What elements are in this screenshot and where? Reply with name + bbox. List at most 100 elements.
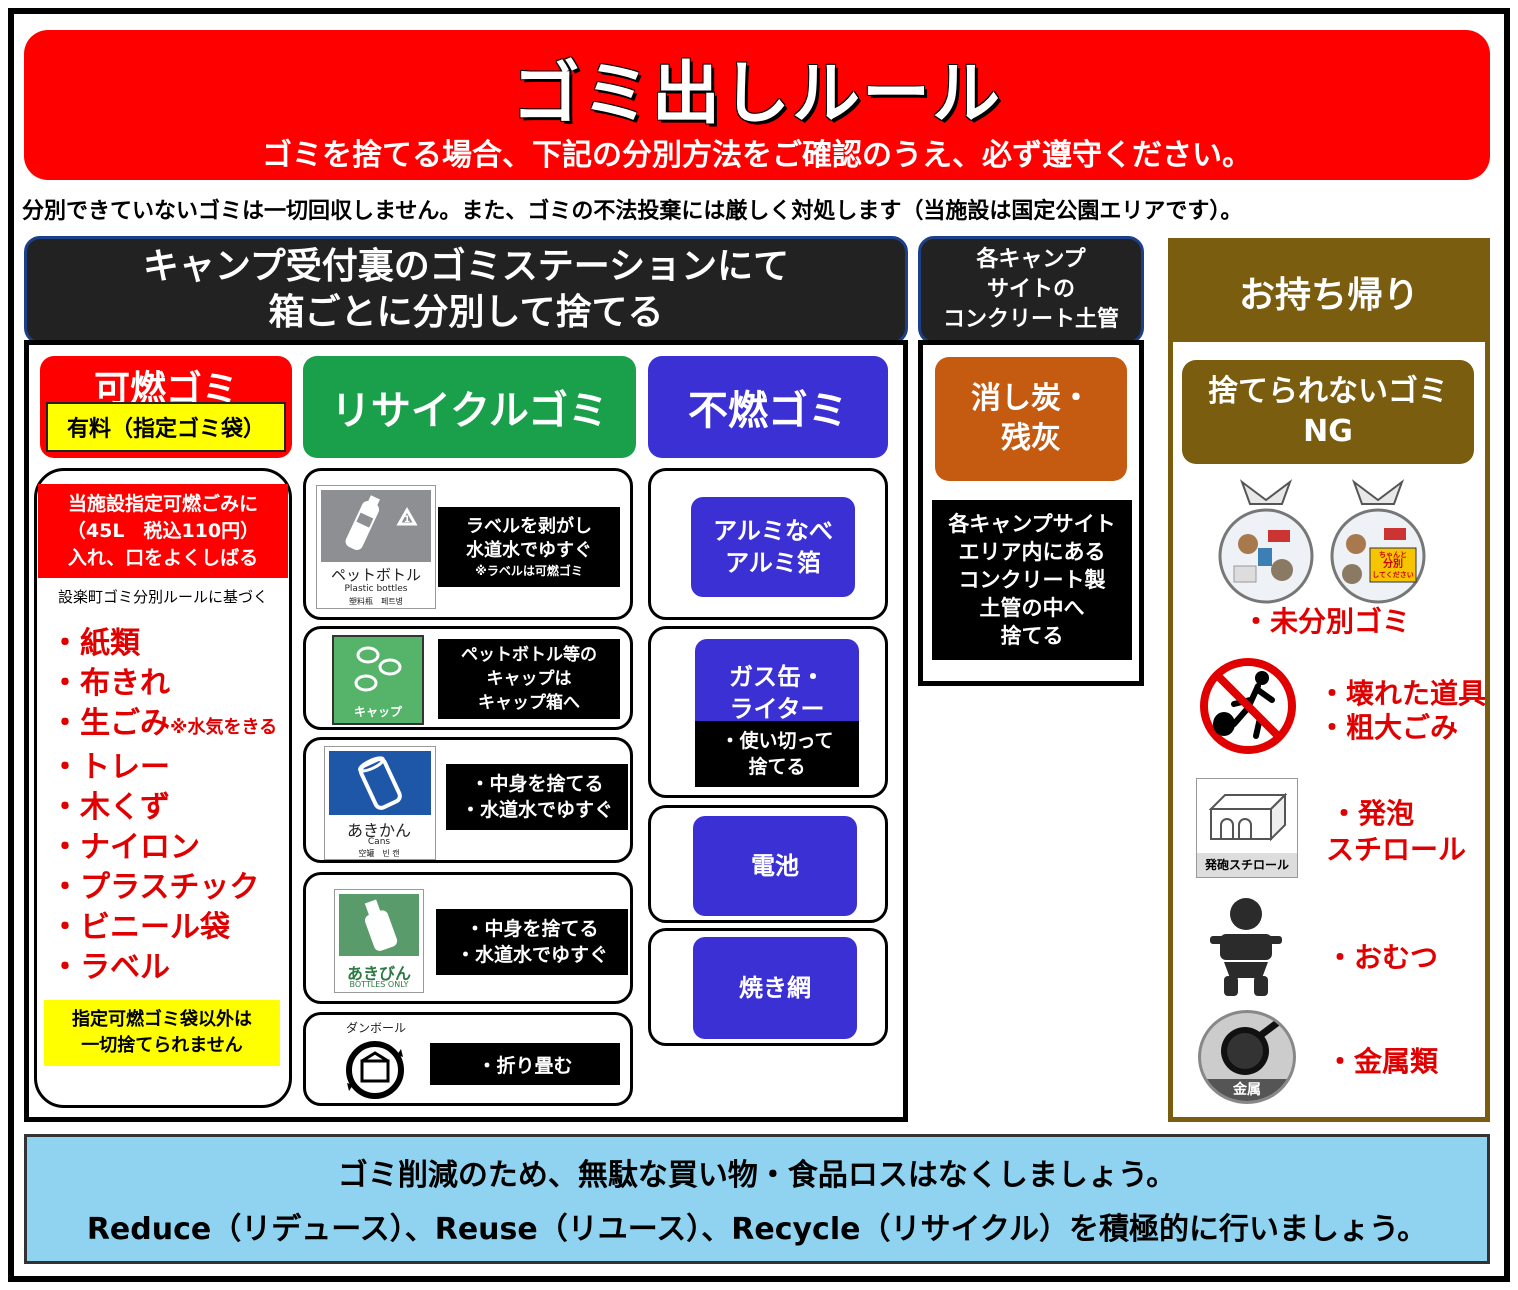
list-item: ・布きれ bbox=[50, 666, 170, 701]
nonburnable-row-grill: 焼き網 bbox=[648, 928, 888, 1046]
list-item: ・ビニール袋 bbox=[50, 910, 230, 945]
no-dumping-icon bbox=[1200, 658, 1296, 754]
pet-bottle-tile: 1 ペットボトル Plastic bottles 塑料瓶 페트병 bbox=[316, 485, 436, 609]
page-subtitle: ゴミを捨てる場合、下記の分別方法をご確認のうえ、必ず遵守ください。 bbox=[262, 138, 1252, 173]
charcoal-instruction-line4: 土管の中へ bbox=[979, 596, 1085, 620]
bottle-label: あきびん bbox=[346, 964, 411, 983]
pet-bottle-sub2: 塑料瓶 페트병 bbox=[348, 597, 404, 606]
list-item: ・ラベル bbox=[50, 950, 170, 985]
bag-sticker-line2: 分別 bbox=[1383, 559, 1403, 570]
glass-bottle-icon bbox=[339, 894, 419, 956]
burnable-instruction-line2: （45L 税込110円） bbox=[66, 519, 260, 542]
aluminum-line2: アルミ箔 bbox=[725, 549, 821, 577]
bottle-instruction-line2: ・水道水でゆすぐ bbox=[455, 944, 608, 966]
list-item: ・木くず bbox=[50, 790, 170, 825]
can-instruction-line2: ・水道水でゆすぐ bbox=[460, 799, 613, 821]
bottle-cap-icon bbox=[354, 646, 402, 692]
cap-instruction: ペットボトル等の キャップは キャップ箱へ bbox=[438, 639, 620, 719]
bag-sticker-line3: してください bbox=[1372, 571, 1414, 579]
title-banner: ゴミ出しルール ゴミを捨てる場合、下記の分別方法をご確認のうえ、必ず遵守ください… bbox=[24, 30, 1490, 180]
can-instruction: ・中身を捨てる ・水道水でゆすぐ bbox=[446, 764, 628, 830]
ng-styrofoam-1: ・発泡 bbox=[1330, 797, 1415, 830]
burnable-instruction-line3: 入れ、口をよくしばる bbox=[67, 546, 259, 569]
nonburnable-row-gas: ガス缶・ ライター ・使い切って 捨てる bbox=[648, 626, 888, 798]
cap-instruction-line2: キャップは bbox=[486, 669, 572, 689]
styrofoam-label: 発砲スチロール bbox=[1197, 853, 1297, 877]
notice-text: 分別できていないゴミは一切回収しません。また、ゴミの不法投棄には厳しく対処します… bbox=[22, 199, 1243, 224]
bottle-tile: あきびん BOTTLES ONLY bbox=[334, 889, 424, 993]
item-note: ※水気をきる bbox=[170, 717, 278, 738]
recycle-row-caps: キャップ ペットボトル等の キャップは キャップ箱へ bbox=[303, 626, 633, 730]
site-header: 各キャンプ サイトの コンクリート土管 bbox=[918, 236, 1144, 344]
bottle-sub: BOTTLES ONLY bbox=[349, 980, 409, 989]
cardboard-recycle-icon bbox=[346, 1041, 404, 1099]
pet-bottle-icon: 1 bbox=[321, 490, 431, 562]
gas-can-line2: ライター bbox=[729, 695, 825, 723]
styrofoam-tile: 発砲スチロール bbox=[1196, 778, 1298, 878]
burnable-warning-line2: 一切捨てられません bbox=[81, 1035, 243, 1056]
metal-tile: 金属 bbox=[1198, 1010, 1296, 1104]
nonburnable-row-battery: 電池 bbox=[648, 805, 888, 923]
can-tile: あきかん Cans 空罐 빈 캔 bbox=[324, 746, 436, 860]
list-item-text: ・生ごみ bbox=[50, 706, 170, 741]
frying-pan-icon bbox=[1221, 1013, 1289, 1075]
recycle-row-bottles: あきびん BOTTLES ONLY ・中身を捨てる ・水道水でゆすぐ bbox=[303, 872, 633, 1004]
charcoal-category: 消し炭・ 残灰 bbox=[935, 357, 1127, 481]
charcoal-instruction-line5: 捨てる bbox=[1000, 624, 1064, 648]
ng-oversized: ・粗大ごみ bbox=[1318, 711, 1459, 744]
site-header-line1: 各キャンプ bbox=[976, 247, 1086, 272]
bottle-instruction-line1: ・中身を捨てる bbox=[465, 918, 599, 940]
charcoal-title-line2: 残灰 bbox=[1001, 421, 1061, 456]
charcoal-instruction-line2: エリア内にある bbox=[958, 540, 1106, 564]
gas-can-note-line2: 捨てる bbox=[748, 756, 806, 778]
pet-instruction-note: ※ラベルは可燃ゴミ bbox=[475, 564, 583, 578]
gas-can-note: ・使い切って 捨てる bbox=[695, 721, 859, 787]
recycle-row-cans: あきかん Cans 空罐 빈 캔 ・中身を捨てる ・水道水でゆすぐ bbox=[303, 737, 633, 863]
metal-label: 金属 bbox=[1201, 1079, 1293, 1101]
can-label: あきかん bbox=[346, 821, 411, 840]
page-title: ゴミ出しルール bbox=[511, 55, 1002, 134]
cardboard-label: ダンボール bbox=[345, 1021, 406, 1035]
can-instruction-line1: ・中身を捨てる bbox=[470, 773, 604, 795]
ng-metal: ・金属類 bbox=[1326, 1045, 1439, 1078]
charcoal-title-line1: 消し炭・ bbox=[971, 381, 1091, 416]
can-sub: Cans bbox=[367, 837, 391, 847]
aluminum-line1: アルミなべ bbox=[713, 517, 833, 545]
cardboard-instruction: ・折り畳む bbox=[430, 1043, 620, 1085]
burnable-list: ・紙類 ・布きれ ・生ごみ※水気をきる ・トレー ・木くず ・ナイロン ・プラス… bbox=[50, 624, 290, 988]
grill-net-item: 焼き網 bbox=[693, 937, 857, 1039]
ng-broken-tools: ・壊れた道具 bbox=[1318, 677, 1487, 710]
recycle-row-pet: 1 ペットボトル Plastic bottles 塑料瓶 페트병 ラベルを剥がし… bbox=[303, 468, 633, 620]
ng-category: 捨てられないゴミ NG bbox=[1182, 360, 1474, 464]
burnable-instruction-line1: 当施設指定可燃ごみに bbox=[67, 492, 258, 515]
burnable-warning: 指定可燃ゴミ袋以外は 一切捨てられません bbox=[44, 1000, 280, 1066]
pet-bottle-sub: Plastic bottles bbox=[344, 584, 408, 594]
recycle-category: リサイクルゴミ bbox=[303, 356, 636, 458]
pet-instruction: ラベルを剥がし 水道水でゆすぐ ※ラベルは可燃ゴミ bbox=[438, 507, 620, 587]
footer-line2: Reduce（リデュース）、Reuse（リユース）、Recycle（リサイクル）… bbox=[86, 1212, 1428, 1247]
gas-can-line1: ガス缶・ bbox=[729, 663, 825, 691]
list-item: ・ナイロン bbox=[50, 830, 200, 865]
gas-can-note-line1: ・使い切って bbox=[720, 730, 834, 752]
ng-title-line1: 捨てられないゴミ bbox=[1208, 374, 1448, 409]
styrofoam-icon bbox=[1208, 792, 1288, 842]
can-sub2: 空罐 빈 캔 bbox=[358, 849, 400, 858]
list-item: ・トレー bbox=[50, 750, 170, 785]
burnable-instruction: 当施設指定可燃ごみに （45L 税込110円） 入れ、口をよくしばる bbox=[38, 484, 288, 578]
burnable-paid-label: 有料（指定ゴミ袋） bbox=[46, 402, 286, 452]
charcoal-instruction: 各キャンプサイト エリア内にある コンクリート製 土管の中へ 捨てる bbox=[932, 500, 1132, 660]
recycle-row-cardboard: ダンボール ・折り畳む bbox=[303, 1012, 633, 1106]
garbage-bag-sticker-icon bbox=[1330, 479, 1426, 604]
garbage-bag-icon bbox=[1218, 479, 1314, 604]
bag-sticker-line1: ちゃんと bbox=[1379, 551, 1407, 559]
cap-instruction-line3: キャップ箱へ bbox=[478, 693, 580, 713]
station-header-line2: 箱ごとに分別して捨てる bbox=[268, 292, 664, 333]
list-item: ・紙類 bbox=[50, 626, 140, 661]
charcoal-instruction-line1: 各キャンプサイト bbox=[948, 512, 1116, 536]
ng-styrofoam-2: スチロール bbox=[1326, 833, 1467, 866]
pet-instruction-line1: ラベルを剥がし bbox=[466, 516, 592, 537]
footer-line1: ゴミ削減のため、無駄な買い物・食品ロスはなくしましょう。 bbox=[337, 1158, 1177, 1193]
charcoal-instruction-line3: コンクリート製 bbox=[958, 568, 1106, 592]
gas-can-item: ガス缶・ ライター bbox=[695, 639, 859, 735]
diaper-baby-icon bbox=[1210, 898, 1282, 996]
